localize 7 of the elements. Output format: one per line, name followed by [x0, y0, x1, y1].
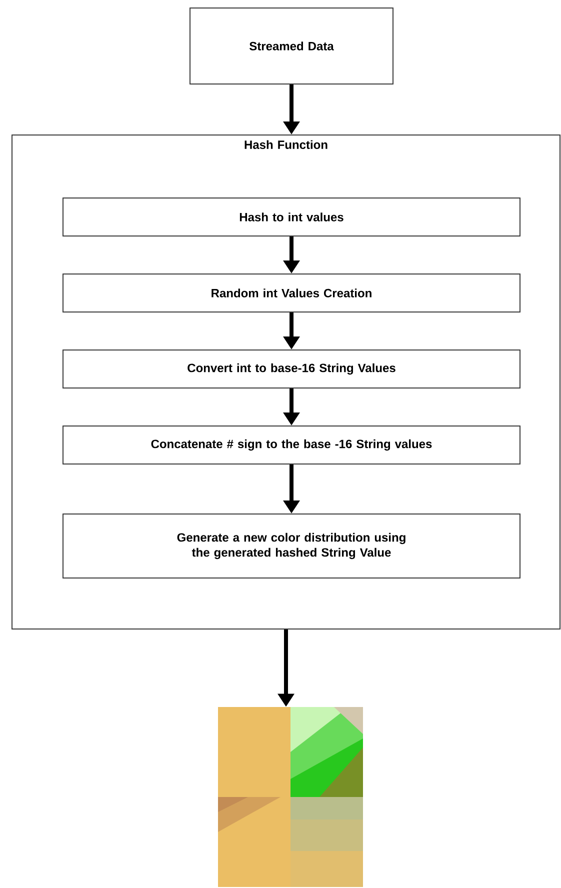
process-box: Random int Values Creation [62, 274, 520, 312]
process-box: Generate a new color distribution using the generated hashed String Value [62, 514, 520, 578]
process-box: Hash to int values [62, 198, 520, 236]
picture [218, 707, 363, 887]
process-box: Concatenate # sign to the base -16 String values [62, 426, 520, 464]
process-box: Convert int to base-16 String Values [62, 350, 520, 388]
process-box: Streamed Data [190, 8, 394, 84]
